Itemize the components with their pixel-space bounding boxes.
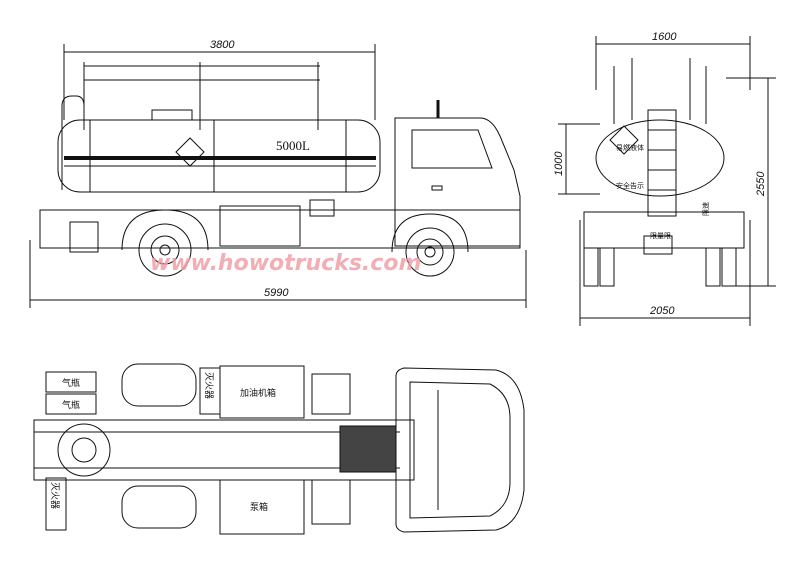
pump-box [219, 479, 305, 535]
watermark: www.howotrucks.com [150, 251, 421, 276]
fire-extinguisher-label-1: 灭火器 [203, 372, 214, 399]
dispenser-box-label: 加油机箱 [240, 387, 276, 399]
rear-view [558, 36, 776, 326]
dimension-5990: 5990 [264, 287, 289, 299]
gas-cylinder-label-2: 气瓶 [62, 399, 80, 411]
cab-top [395, 367, 525, 533]
fire-extinguisher-box-bottom [45, 477, 67, 531]
rear-warning-label-2: 安全告示 [616, 181, 644, 190]
top-view [33, 363, 525, 535]
rear-plate-label: 限量限 [650, 231, 671, 240]
gas-cylinder-box-2 [45, 393, 97, 415]
tank-rear [595, 119, 725, 197]
rear-hazard-diamond-icon [609, 125, 639, 155]
tank-body [57, 119, 381, 193]
rear-ladder [647, 109, 677, 217]
hazard-diamond-icon [175, 137, 205, 167]
tank-capacity-label: 5000L [276, 138, 310, 153]
round-hatch [57, 423, 111, 477]
rear-bumper [583, 211, 745, 249]
dimension-2550: 2550 [755, 171, 767, 197]
cabin-window [411, 129, 493, 169]
pump-box-label: 泵箱 [250, 501, 268, 513]
side-view [29, 44, 527, 308]
cabin [394, 117, 521, 247]
engine-block [339, 425, 397, 473]
dimension-1600: 1600 [652, 31, 677, 43]
gas-cylinder-box-1 [45, 371, 97, 393]
rear-wheel [138, 223, 192, 277]
dimension-3800: 3800 [210, 39, 235, 51]
dispenser-box [219, 365, 305, 419]
front-wheel [405, 227, 455, 277]
dimension-2050: 2050 [649, 305, 675, 317]
chassis-side [39, 209, 521, 249]
gas-cylinder-label-1: 气瓶 [62, 377, 80, 389]
rear-warning-label-3: 限速 [701, 202, 710, 216]
dimension-1000: 1000 [553, 151, 565, 176]
rear-warning-label-1: 易燃液体 [616, 143, 644, 152]
fire-extinguisher-label-2: 灭火器 [49, 482, 60, 509]
